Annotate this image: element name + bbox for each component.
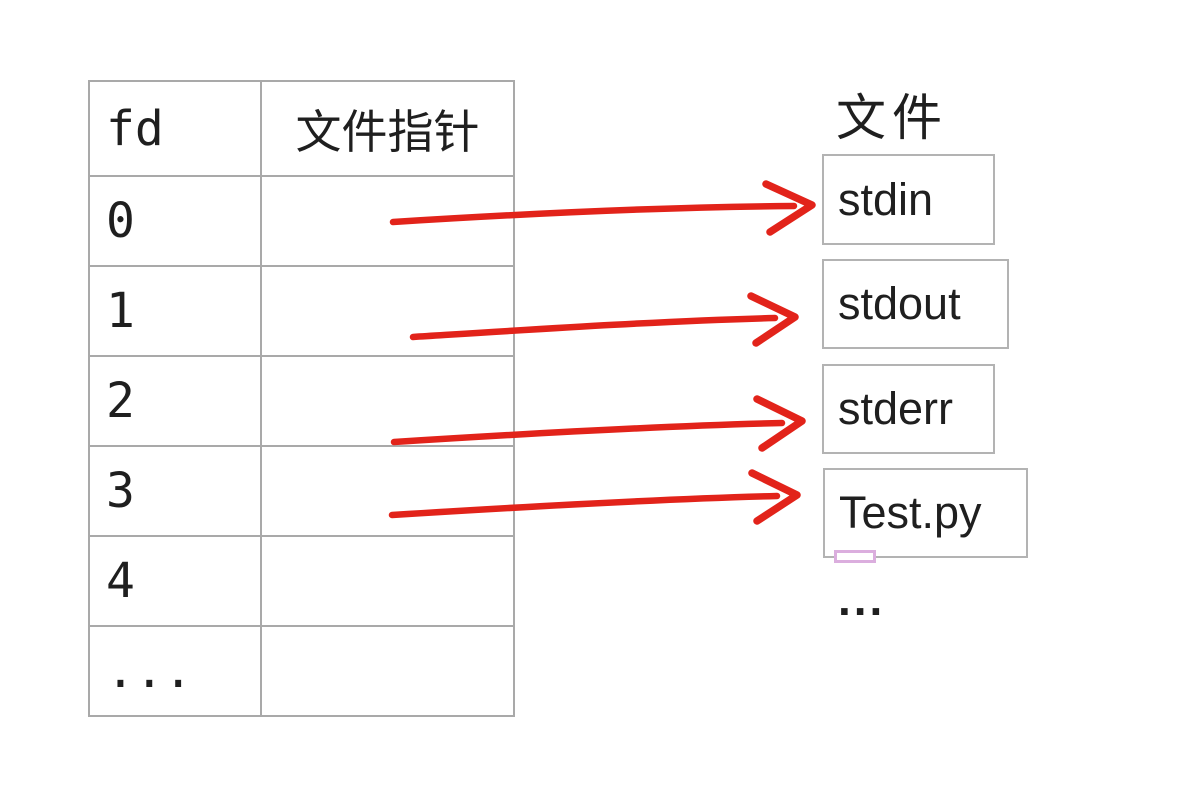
- file-box-stdout-label: stdout: [838, 278, 961, 329]
- table-row-fd1: 1: [88, 265, 515, 357]
- file-pointer-cell-4: [260, 535, 515, 627]
- table-row-fd4: 4: [88, 535, 515, 627]
- file-box-stderr-label: stderr: [838, 383, 954, 434]
- fd-value-3: 3: [88, 445, 262, 537]
- fd-value-4: 4: [88, 535, 262, 627]
- file-pointer-cell-2: [260, 355, 515, 447]
- file-pointer-cell-1: [260, 265, 515, 357]
- files-ellipsis: ...: [838, 573, 886, 625]
- file-pointer-cell-ellipsis: [260, 625, 515, 717]
- table-row-ellipsis: ...: [88, 625, 515, 717]
- file-box-stdout: stdout: [822, 259, 1009, 349]
- pink-accent-rect: [834, 550, 876, 563]
- fd-value-2: 2: [88, 355, 262, 447]
- file-pointer-cell-0: [260, 175, 515, 267]
- table-row-fd2: 2: [88, 355, 515, 447]
- table-row-fd3: 3: [88, 445, 515, 537]
- file-box-stdin-label: stdin: [838, 173, 934, 225]
- fd-column-header: fd: [88, 80, 262, 177]
- file-box-stderr: stderr: [822, 364, 995, 454]
- file-pointer-cell-3: [260, 445, 515, 537]
- file-box-testpy: Test.py: [823, 468, 1028, 558]
- files-column-title: 文件: [836, 90, 948, 146]
- fd-table: fd 文件指针 0 1 2 3 4 ...: [88, 80, 515, 717]
- fd-value-1: 1: [88, 265, 262, 357]
- table-row-fd0: 0: [88, 175, 515, 267]
- file-box-stdin: stdin: [822, 154, 995, 245]
- file-pointer-column-header: 文件指针: [260, 80, 515, 177]
- fd-value-ellipsis: ...: [88, 625, 262, 717]
- fd-value-0: 0: [88, 175, 262, 267]
- file-box-testpy-label: Test.py: [839, 487, 982, 538]
- fd-table-header-row: fd 文件指针: [88, 80, 515, 177]
